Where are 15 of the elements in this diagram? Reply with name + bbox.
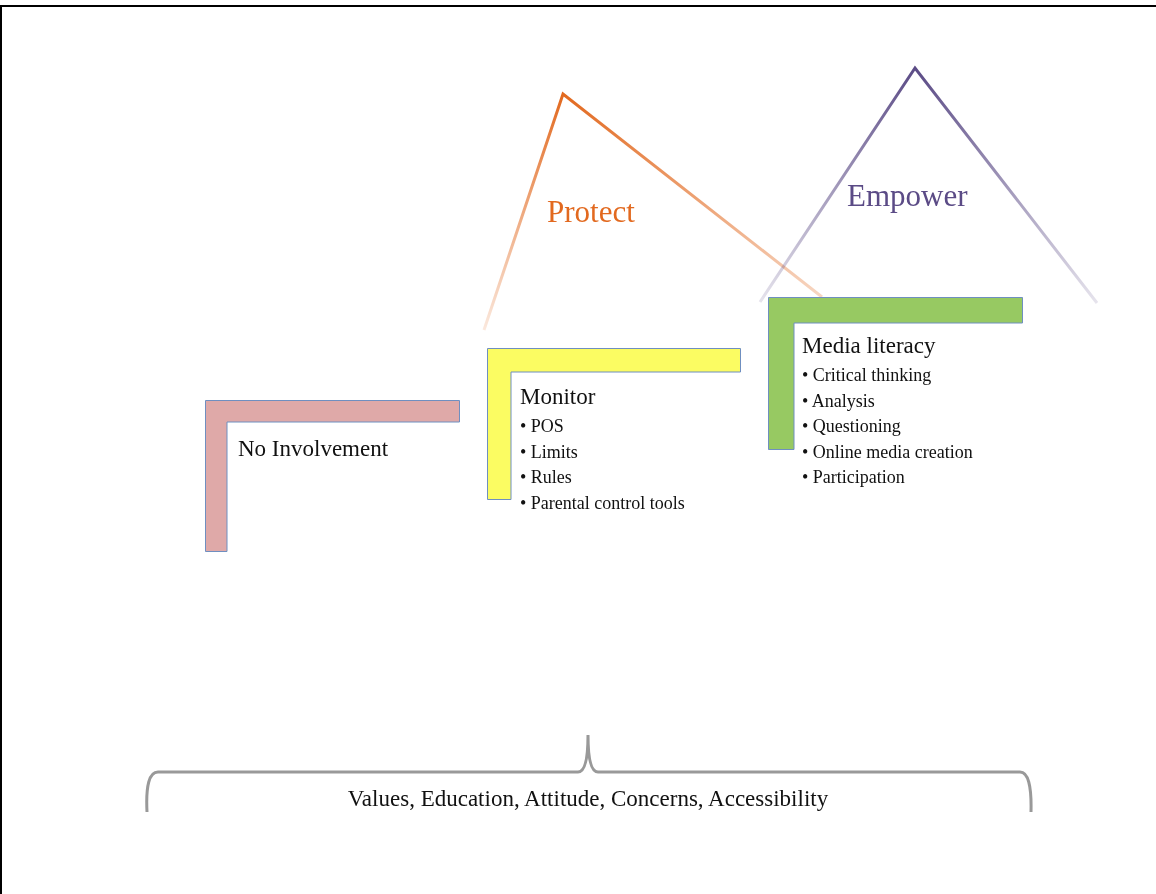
bullet-item: • Online media creation	[802, 441, 973, 463]
bullet-item: • Analysis	[802, 390, 875, 412]
bullet-item: • Parental control tools	[520, 492, 685, 514]
bullet-item: • Participation	[802, 467, 905, 488]
peak-title: Protect	[547, 194, 635, 230]
caption-text: Values, Education, Attitude, Concerns, Accessibility	[346, 786, 830, 812]
bullet-item: • Questioning	[802, 416, 901, 437]
bullet-item: • Limits	[520, 441, 578, 463]
heading: Media literacy	[802, 333, 936, 359]
bullet-item: • POS	[520, 416, 564, 437]
bullet-item: • Critical thinking	[802, 365, 932, 386]
bullet-item: • Rules	[520, 467, 572, 488]
heading: Monitor	[520, 384, 596, 410]
peak-title: Empower	[847, 178, 968, 214]
heading: No Involvement	[238, 436, 389, 462]
